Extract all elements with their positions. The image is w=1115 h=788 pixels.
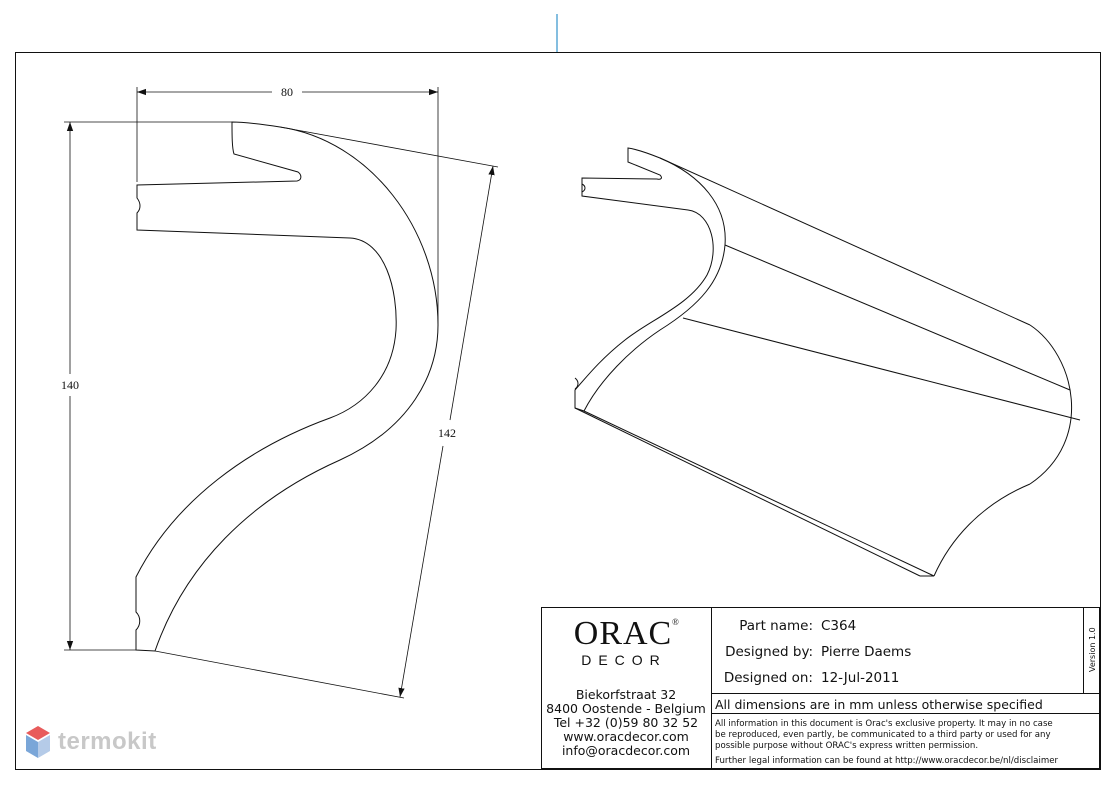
drawing-border — [15, 52, 1101, 770]
designed-by-value: Pierre Daems — [821, 644, 911, 660]
address-street: Biekorfstraat 32 — [576, 687, 676, 702]
iso-upper-edge — [724, 244, 1071, 391]
isometric-view — [574, 147, 1081, 577]
logo-registered-mark: ® — [672, 617, 679, 627]
iso-notch-lower — [574, 377, 579, 390]
title-block — [541, 607, 1100, 769]
version-label: Version 1.0 — [1088, 627, 1097, 672]
address-tel: Tel +32 (0)59 80 32 52 — [553, 715, 698, 730]
company-address: Biekorfstraat 32 8400 Oostende - Belgium… — [546, 687, 706, 758]
disclaimer-line: possible purpose without ORAC's express … — [715, 741, 978, 751]
part-name-value: C364 — [821, 618, 856, 634]
termokit-logo-icon — [26, 726, 50, 758]
profile-section — [135, 121, 439, 652]
dim-diagonal-label: 142 — [438, 426, 456, 440]
logo-main: ORAC — [574, 615, 672, 652]
address-city: 8400 Oostende - Belgium — [546, 701, 706, 716]
disclaimer: All information in this document is Orac… — [715, 719, 1058, 766]
logo-sub: DECOR — [581, 652, 667, 668]
termokit-watermark: termokit — [24, 724, 157, 760]
orac-logo: ORAC ® DECOR — [574, 615, 679, 668]
title-block-frame — [541, 607, 1100, 769]
dim-height-label: 140 — [61, 378, 79, 392]
address-email: info@oracdecor.com — [562, 743, 690, 758]
dim-width-label: 80 — [281, 85, 293, 99]
iso-bottom-edge-2 — [583, 410, 935, 577]
iso-back-cap — [1029, 324, 1073, 485]
iso-top-edge — [659, 157, 1031, 326]
disclaimer-line: be reproduced, even partly, be communica… — [715, 730, 1051, 740]
dimensions — [64, 87, 499, 699]
iso-bottom-edge-1 — [574, 407, 921, 577]
designed-on-label: Designed on: — [724, 670, 813, 686]
iso-notch — [581, 183, 586, 193]
disclaimer-line: All information in this document is Orac… — [715, 719, 1053, 729]
watermark-text: termokit — [58, 728, 157, 755]
iso-mid-edge — [682, 317, 1081, 421]
designed-on-value: 12-Jul-2011 — [821, 670, 899, 686]
iso-front-profile — [574, 147, 726, 412]
designed-by-label: Designed by: — [725, 644, 813, 660]
dim-diag-line-bottom — [398, 445, 444, 698]
units-note: All dimensions are in mm unless otherwis… — [715, 697, 1043, 712]
iso-bottom-curve — [933, 483, 1031, 577]
dim-diag-ext-top — [279, 126, 499, 168]
part-name-label: Part name: — [739, 618, 813, 634]
dim-diag-ext-bottom — [154, 650, 405, 699]
address-web: www.oracdecor.com — [563, 729, 689, 744]
dim-diag-line-top — [449, 165, 495, 421]
title-fields: Part name: C364 Designed by: Pierre Daem… — [724, 618, 911, 686]
disclaimer-line: Further legal information can be found a… — [715, 756, 1058, 766]
